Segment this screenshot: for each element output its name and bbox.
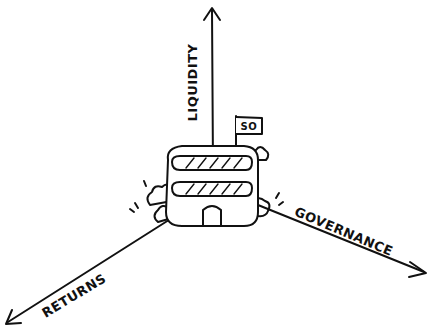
axis-label: LIQUIDITY	[185, 43, 200, 121]
building	[166, 146, 258, 226]
window-hatch	[186, 158, 242, 194]
axis-line	[212, 10, 213, 168]
flag-text: SO	[241, 121, 258, 132]
door	[203, 206, 221, 226]
flag	[236, 117, 262, 134]
arrow-head	[6, 310, 21, 324]
axis-line	[8, 218, 172, 322]
window-band	[172, 156, 252, 170]
window-band	[172, 182, 252, 196]
arrow-head	[409, 262, 426, 277]
arrow-head	[204, 8, 220, 20]
axis-label: GOVERNANCE	[292, 203, 395, 258]
